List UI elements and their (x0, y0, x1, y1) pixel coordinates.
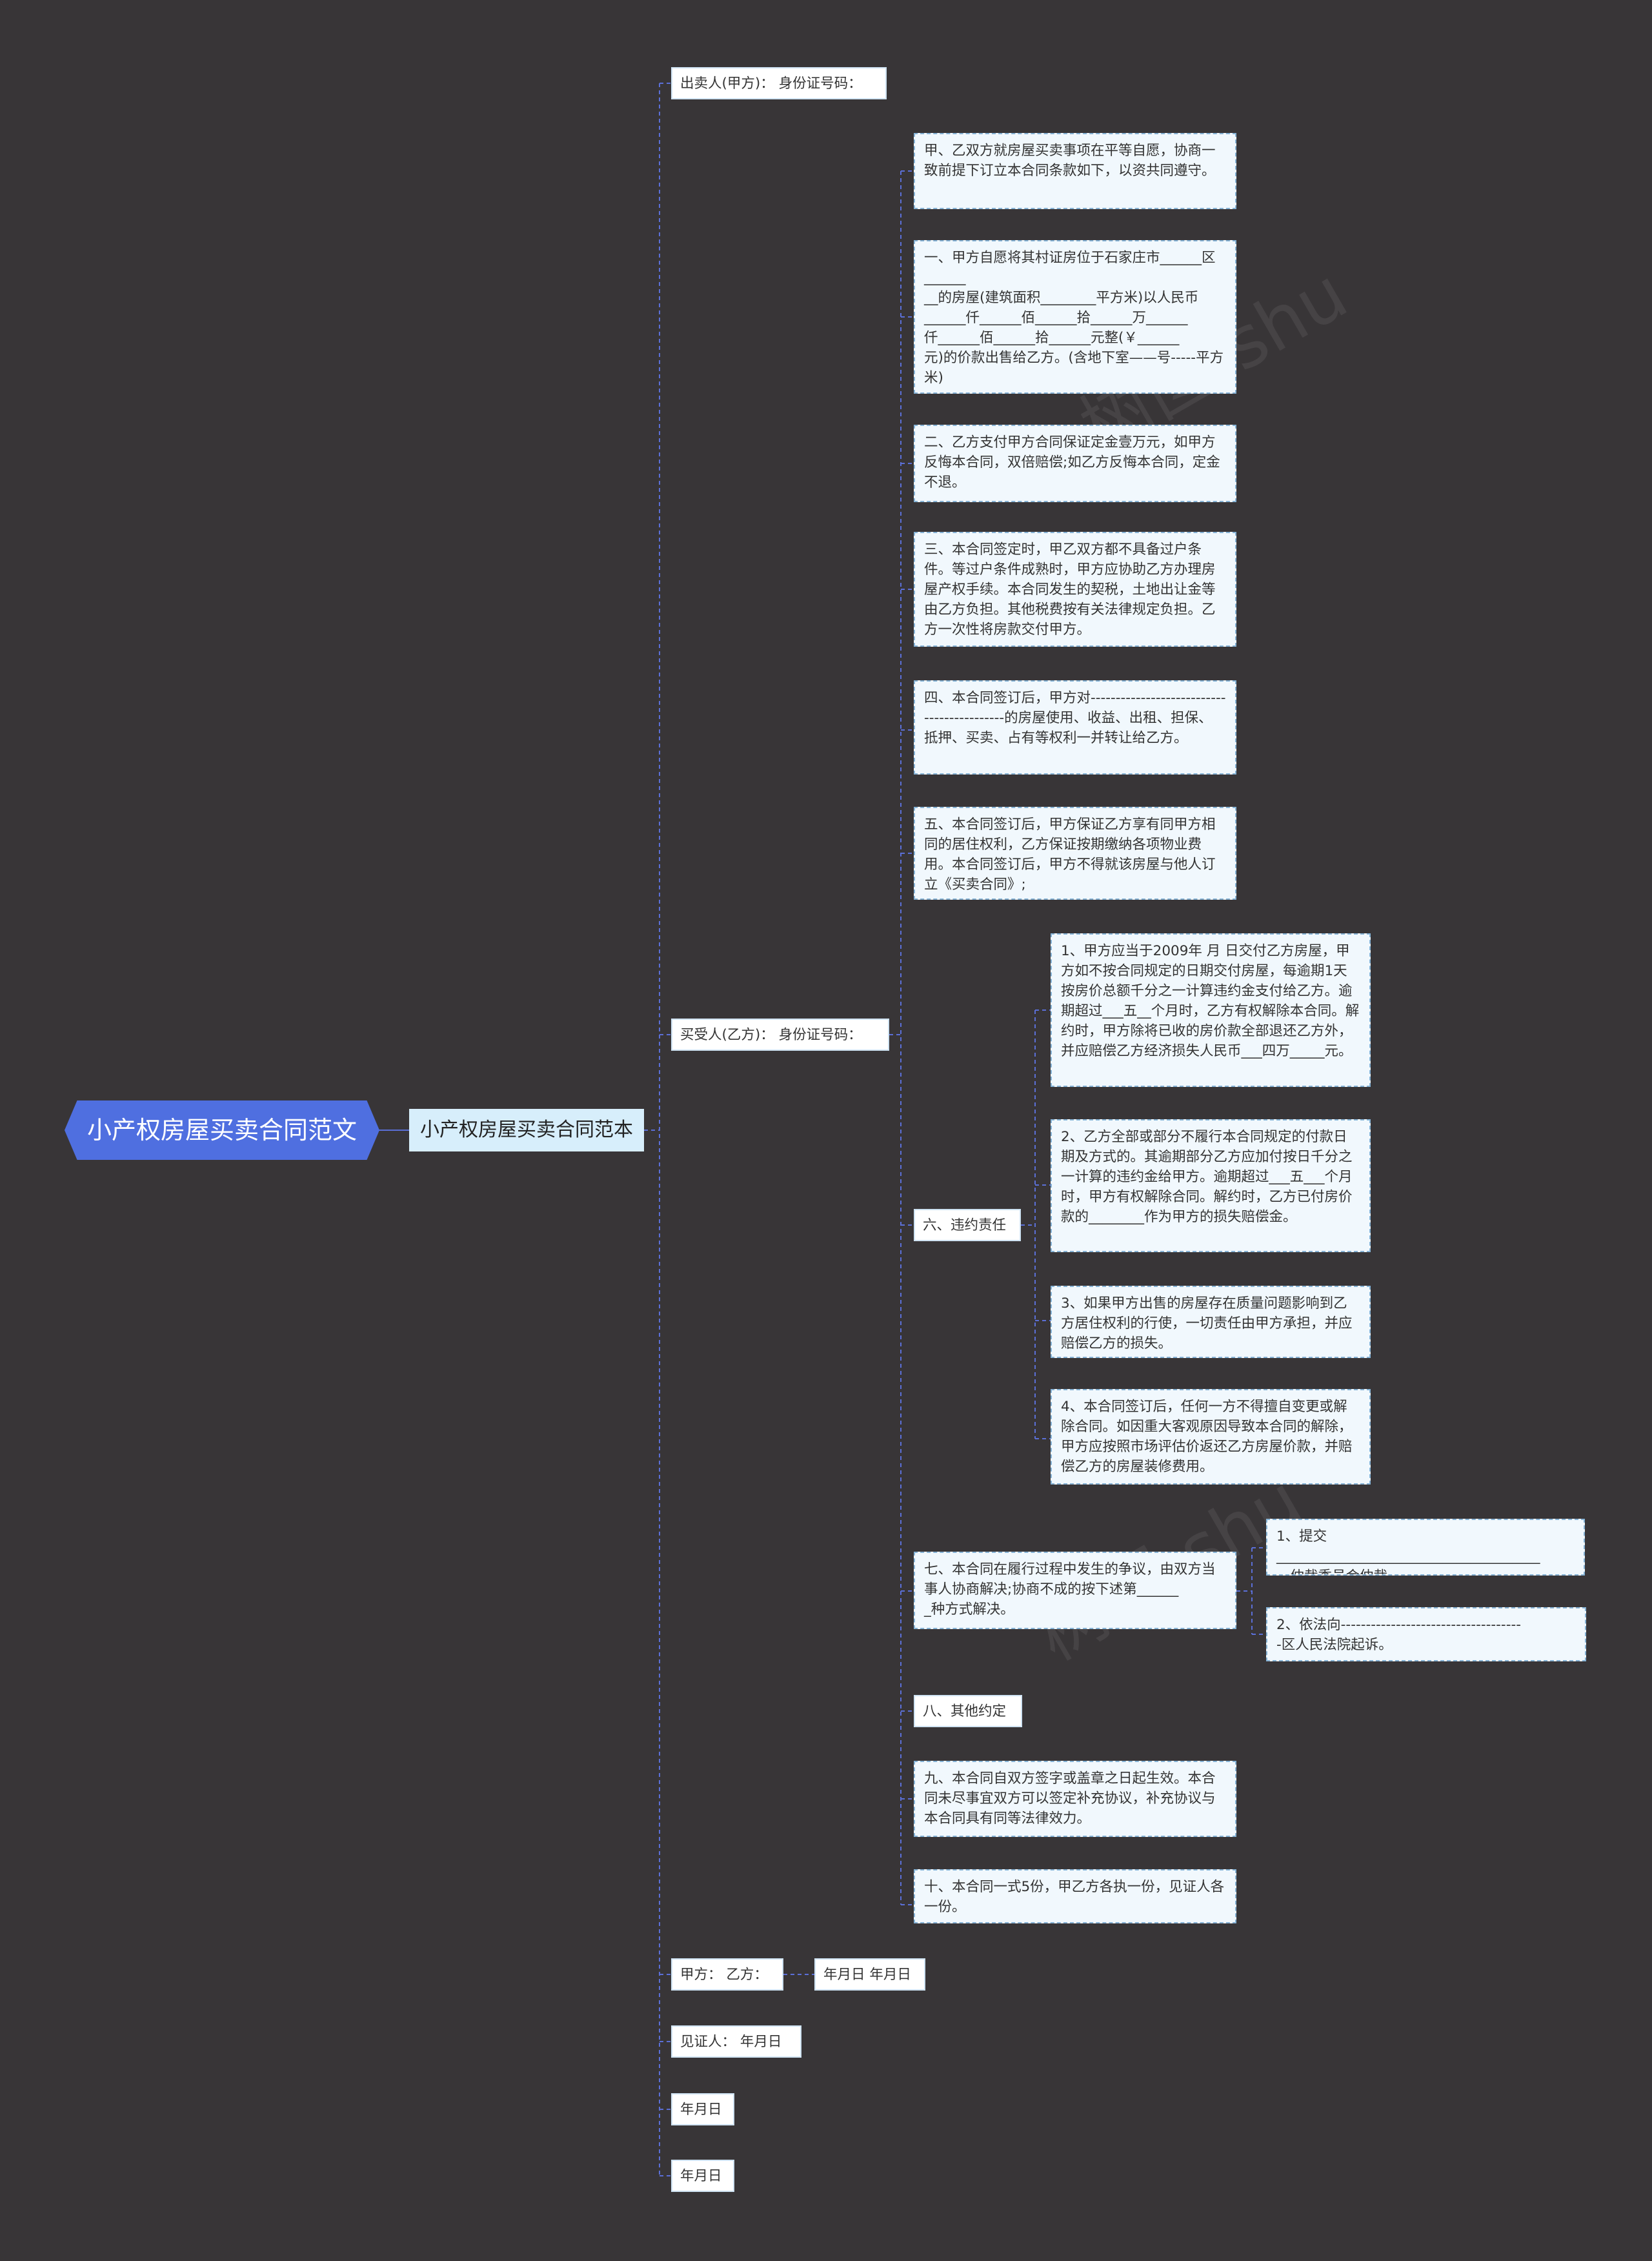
clause-8[interactable]: 八、其他约定 (914, 1695, 1022, 1727)
buyer-node[interactable]: 买受人(乙方)： 身份证号码： (671, 1019, 889, 1051)
clause-7-item-2[interactable]: 2、依法向-----------------------------------… (1266, 1607, 1586, 1661)
clause-3[interactable]: 三、本合同签定时，甲乙双方都不具备过户条件。等过户条件成熟时，甲方应协助乙方办理… (914, 532, 1236, 647)
clause-intro[interactable]: 甲、乙双方就房屋买卖事项在平等自愿，协商一致前提下订立本合同条款如下，以资共同遵… (914, 133, 1236, 209)
clause-6-item-4[interactable]: 4、本合同签订后，任何一方不得擅自变更或解除合同。如因重大客观原因导致本合同的解… (1051, 1389, 1371, 1485)
date-node-2[interactable]: 年月日 (671, 2160, 734, 2192)
clause-5[interactable]: 五、本合同签订后，甲方保证乙方享有同甲方相同的居住权利，乙方保证按期缴纳各项物业… (914, 807, 1236, 900)
date-node-1[interactable]: 年月日 (671, 2093, 734, 2125)
clause-6-item-3[interactable]: 3、如果甲方出售的房屋存在质量问题影响到乙方居住权利的行使，一切责任由甲方承担，… (1051, 1286, 1371, 1358)
root-node[interactable]: 小产权房屋买卖合同范文 (65, 1100, 379, 1160)
clause-7[interactable]: 七、本合同在履行过程中发生的争议，由双方当事人协商解决;协商不成的按下述第___… (914, 1552, 1236, 1629)
signature-date-node[interactable]: 年月日 年月日 (814, 1958, 925, 1991)
clause-4[interactable]: 四、本合同签订后，甲方对----------------------------… (914, 680, 1236, 775)
signature-node[interactable]: 甲方： 乙方： (671, 1958, 783, 1991)
seller-node[interactable]: 出卖人(甲方)： 身份证号码： (671, 67, 887, 99)
clause-10[interactable]: 十、本合同一式5份，甲乙方各执一份，见证人各一份。 (914, 1869, 1236, 1923)
clause-1[interactable]: 一、甲方自愿将其村证房位于石家庄市______区______ __的房屋(建筑面… (914, 240, 1236, 394)
witness-node[interactable]: 见证人： 年月日 (671, 2025, 801, 2058)
clause-9[interactable]: 九、本合同自双方签字或盖章之日起生效。本合同未尽事宜双方可以签定补充协议，补充协… (914, 1761, 1236, 1837)
clause-2[interactable]: 二、乙方支付甲方合同保证定金壹万元，如甲方反悔本合同，双倍赔偿;如乙方反悔本合同… (914, 425, 1236, 502)
clause-6-item-2[interactable]: 2、乙方全部或部分不履行本合同规定的付款日期及方式的。其逾期部分乙方应加付按日千… (1051, 1119, 1371, 1252)
main-topic-node[interactable]: 小产权房屋买卖合同范本 (409, 1109, 644, 1151)
clause-7-item-1[interactable]: 1、提交____________________________________… (1266, 1519, 1585, 1576)
clause-6[interactable]: 六、违约责任 (914, 1209, 1021, 1241)
clause-6-item-1[interactable]: 1、甲方应当于2009年 月 日交付乙方房屋，甲方如不按合同规定的日期交付房屋，… (1051, 933, 1371, 1087)
